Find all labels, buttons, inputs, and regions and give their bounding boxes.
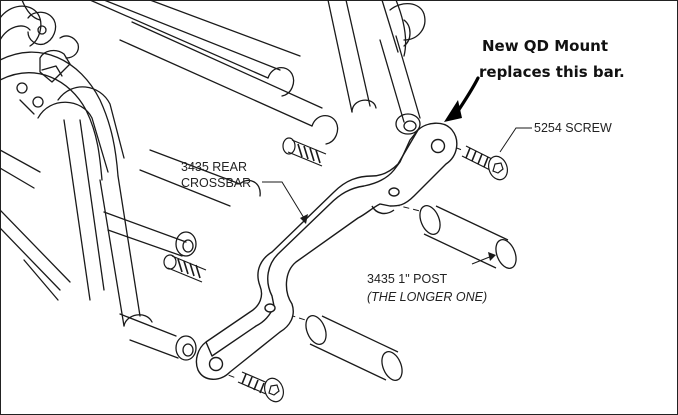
bottom-screw (237, 371, 285, 403)
callout-arrow (444, 76, 480, 122)
post-label-line-1: 3435 1" POST (367, 272, 448, 286)
post-leader-arrowhead (488, 252, 496, 261)
screw-leader (499, 127, 532, 153)
post-lower (305, 315, 403, 381)
crossbar-label-line-1: 3435 REAR (181, 160, 248, 174)
callout-line-2: replaces this bar. (479, 63, 625, 81)
screw-5254-label: 5254 SCREW (534, 121, 612, 135)
upper-screw (282, 137, 327, 167)
crossbar-leader-arrowhead (300, 214, 308, 224)
screw-5254 (461, 145, 509, 181)
rear-crossbar (195, 122, 458, 380)
callout-line-1: New QD Mount (482, 37, 608, 55)
post-leader (471, 255, 493, 265)
post-label-line-2: (THE LONGER ONE) (367, 290, 488, 304)
crossbar-label-line-2: CROSSBAR (181, 176, 252, 190)
post-upper (419, 205, 517, 269)
frame-screw (163, 254, 207, 283)
frame-tubes (0, 0, 426, 361)
crossbar-leader (262, 181, 305, 219)
